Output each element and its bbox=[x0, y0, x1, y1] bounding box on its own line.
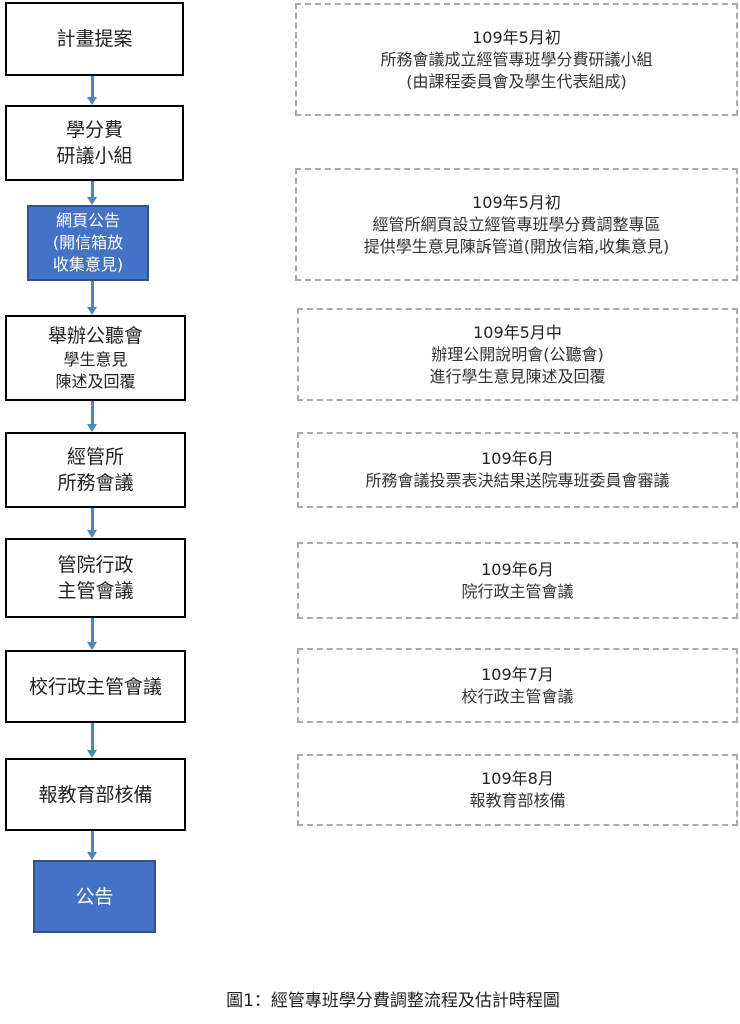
note-date: 109年6月 bbox=[481, 559, 554, 579]
note-text: 所務會議投票表決結果送院專班委員會審議 bbox=[365, 471, 670, 490]
step-text: 校行政主管會議 bbox=[28, 675, 162, 698]
note-date: 109年5月中 bbox=[473, 322, 562, 342]
flow-arrow bbox=[87, 508, 97, 538]
figure-caption: 圖1：經管專班學分費調整流程及估計時程圖 bbox=[226, 991, 560, 1011]
step-text: 網頁公告 bbox=[55, 211, 120, 230]
step-text: 計畫提案 bbox=[56, 28, 133, 50]
step-4-public-hearing: 舉辦公聽會學生意見陳述及回覆 bbox=[5, 315, 186, 401]
step-9-announcement: 公告 bbox=[33, 860, 156, 933]
flow-arrow bbox=[87, 281, 97, 315]
flow-arrow bbox=[87, 76, 97, 105]
note-text: (由課程委員會及學生代表組成) bbox=[406, 71, 627, 91]
note-date: 109年8月 bbox=[481, 769, 554, 788]
timeline-note-1: 109年5月初所務會議成立經管專班學分費研議小組(由課程委員會及學生代表組成) bbox=[295, 3, 738, 116]
step-text: 舉辦公聽會 bbox=[47, 325, 143, 347]
timeline-note-5: 109年6月院行政主管會議 bbox=[297, 542, 738, 619]
note-date: 109年5月初 bbox=[472, 27, 561, 47]
timeline-note-4: 109年6月所務會議投票表決結果送院專班委員會審議 bbox=[297, 432, 738, 508]
step-7-university-meeting: 校行政主管會議 bbox=[5, 650, 186, 723]
flow-arrow bbox=[87, 181, 97, 205]
step-5-institute-meeting: 經管所所務會議 bbox=[5, 432, 186, 508]
step-text: 陳述及回覆 bbox=[55, 372, 136, 391]
flow-arrow bbox=[87, 618, 97, 650]
note-date: 109年7月 bbox=[481, 664, 554, 684]
note-text: 經管所網頁設立經管專班學分費調整專區 bbox=[372, 214, 661, 234]
note-date: 109年6月 bbox=[481, 449, 554, 468]
step-8-ministry-report: 報教育部核備 bbox=[5, 758, 186, 831]
step-text: 公告 bbox=[75, 885, 114, 908]
note-text: 報教育部核備 bbox=[469, 791, 566, 810]
step-text: 研議小組 bbox=[56, 145, 133, 167]
note-text: 進行學生意見陳述及回覆 bbox=[429, 366, 606, 386]
step-text: 學分費 bbox=[65, 119, 123, 141]
flow-arrow bbox=[87, 723, 97, 758]
step-text: 報教育部核備 bbox=[38, 783, 153, 806]
timeline-note-2: 109年5月初經管所網頁設立經管專班學分費調整專區提供學生意見陳訴管道(開放信箱… bbox=[295, 168, 738, 281]
step-6-college-meeting: 管院行政主管會議 bbox=[5, 538, 186, 618]
flow-arrow bbox=[87, 401, 97, 432]
note-date: 109年5月初 bbox=[472, 192, 561, 212]
timeline-note-7: 109年8月報教育部核備 bbox=[297, 754, 738, 826]
step-text: 管院行政 bbox=[57, 554, 134, 576]
note-text: 所務會議成立經管專班學分費研議小組 bbox=[380, 49, 653, 69]
step-text: 所務會議 bbox=[57, 472, 134, 494]
timeline-note-3: 109年5月中辦理公開說明會(公聽會)進行學生意見陳述及回覆 bbox=[297, 308, 738, 401]
step-text: 經管所 bbox=[66, 446, 124, 468]
step-text: (開信箱放 bbox=[52, 233, 124, 252]
timeline-note-6: 109年7月校行政主管會議 bbox=[297, 648, 738, 723]
note-text: 校行政主管會議 bbox=[461, 686, 574, 706]
flow-arrow bbox=[87, 831, 97, 860]
note-text: 辦理公開說明會(公聽會) bbox=[431, 344, 604, 364]
note-text: 院行政主管會議 bbox=[461, 581, 574, 601]
step-text: 學生意見 bbox=[63, 350, 128, 369]
note-text: 提供學生意見陳訴管道(開放信箱,收集意見) bbox=[363, 236, 670, 256]
step-text: 收集意見) bbox=[52, 255, 124, 274]
step-2-tuition-study-group: 學分費研議小組 bbox=[5, 105, 184, 181]
step-3-web-announcement: 網頁公告 (開信箱放收集意見) bbox=[27, 205, 149, 281]
step-1-plan-proposal: 計畫提案 bbox=[5, 2, 184, 76]
step-text: 主管會議 bbox=[57, 580, 134, 602]
